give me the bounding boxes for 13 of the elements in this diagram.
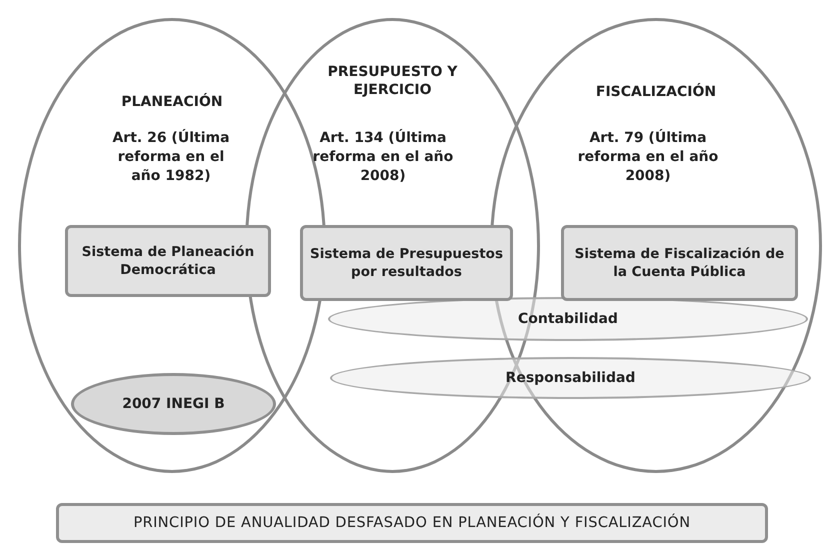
region-heading: FISCALIZACIÓN	[594, 83, 718, 101]
source-oval: 2007 INEGI B	[71, 373, 276, 435]
concept-oval: Contabilidad	[328, 297, 808, 341]
region-heading: PRESUPUESTO Y EJERCICIO	[326, 63, 458, 99]
region-heading: PLANEACIÓN	[120, 93, 224, 111]
article-note: Art. 26 (Última reforma en el año 1982)	[111, 129, 231, 186]
system-box: Sistema de Fiscalización de la Cuenta Pública	[561, 225, 798, 301]
system-box: Sistema de Presupuestos por resultados	[300, 225, 513, 301]
article-note: Art. 134 (Última reforma en el año 2008)	[312, 129, 454, 186]
concept-oval: Responsabilidad	[330, 357, 811, 399]
article-note: Art. 79 (Última reforma en el año 2008)	[576, 129, 720, 186]
principle-banner: PRINCIPIO DE ANUALIDAD DESFASADO EN PLANEACIÓN Y FISCALIZACIÓN	[56, 503, 768, 543]
system-box: Sistema de Planeación Democrática	[65, 225, 271, 297]
